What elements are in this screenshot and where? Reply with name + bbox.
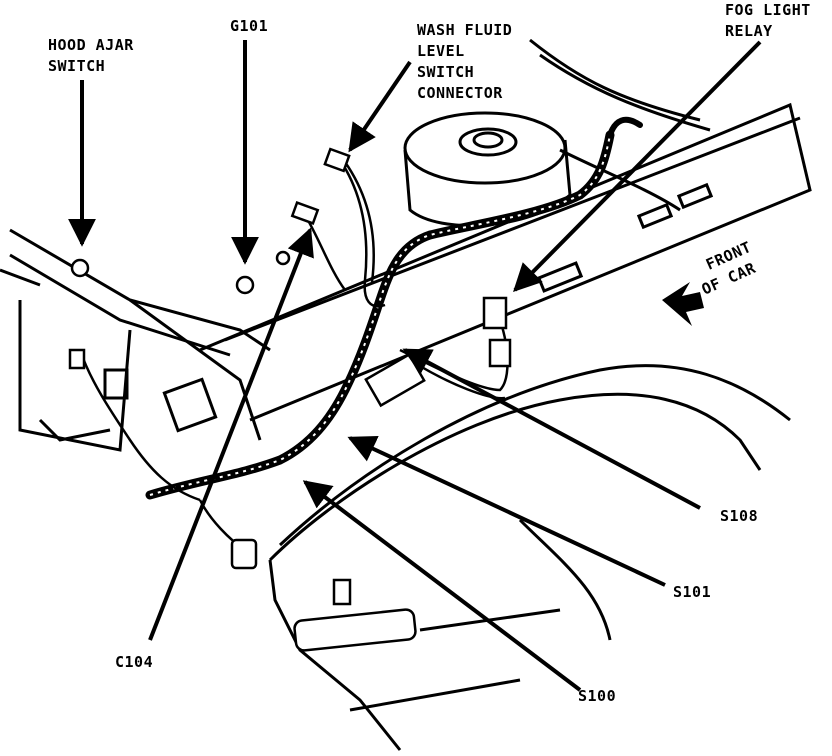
- label-hood-ajar-switch: HOOD AJAR SWITCH: [48, 35, 134, 77]
- label-line: S101: [673, 583, 712, 601]
- label-line: HOOD AJAR: [48, 36, 134, 54]
- label-fog-light-relay: FOG LIGHT RELAY: [725, 0, 811, 42]
- label-s108: S108: [720, 506, 758, 527]
- label-line: CONNECTOR: [417, 84, 503, 102]
- frame-rail: [199, 38, 812, 422]
- label-line: RELAY: [725, 22, 773, 40]
- harness-wrap-detail: [149, 134, 611, 496]
- label-line: SWITCH: [417, 63, 475, 81]
- label-line: S108: [720, 507, 759, 525]
- label-s101: S101: [673, 582, 711, 603]
- front-of-car-arrow: [662, 282, 704, 326]
- label-line: LEVEL: [417, 42, 465, 60]
- label-line: SWITCH: [48, 57, 106, 75]
- label-line: FOG LIGHT: [725, 1, 811, 19]
- label-line: C104: [115, 653, 154, 671]
- label-s100: S100: [578, 686, 616, 707]
- label-line: G101: [230, 17, 269, 35]
- label-line: S100: [578, 687, 617, 705]
- label-c104: C104: [115, 652, 153, 673]
- label-line: WASH FLUID: [417, 21, 513, 39]
- components: [68, 147, 512, 652]
- leader-lines: [68, 40, 762, 692]
- branch-wires: [78, 159, 509, 552]
- label-wash-fluid-level-switch-connector: WASH FLUID LEVEL SWITCH CONNECTOR: [417, 20, 512, 104]
- fender-panel: [268, 364, 791, 751]
- label-g101: G101: [230, 16, 268, 37]
- radiator-support: [0, 228, 271, 452]
